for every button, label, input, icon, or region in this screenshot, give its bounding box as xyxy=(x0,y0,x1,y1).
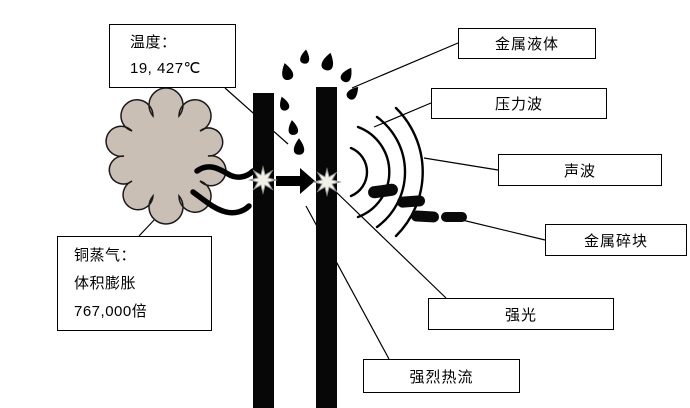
wave-arc-2 xyxy=(356,125,391,219)
wave-arc-1 xyxy=(349,146,369,198)
metal-fragments-connector xyxy=(457,218,546,241)
temperature-label: 温度： 19, 427℃ xyxy=(109,24,236,88)
copper-vapor-label-line3: 767,000倍 xyxy=(74,302,148,320)
arc-arrow xyxy=(276,168,315,194)
fragment-2 xyxy=(397,195,426,208)
metal-liquid-label-text: 金属液体 xyxy=(494,36,559,53)
fragment-4 xyxy=(441,212,467,222)
intense-light-label-text: 强光 xyxy=(504,306,537,324)
metal-fragments-label-text: 金属碎块 xyxy=(583,232,648,250)
spark-star-right xyxy=(312,167,342,197)
spark-star-left xyxy=(248,165,278,195)
intense-light-connector xyxy=(332,188,447,299)
heat-flow-arrows xyxy=(190,164,256,216)
wave-arc-3 xyxy=(375,115,407,229)
busbar-left xyxy=(253,93,274,408)
sound-wave-connector xyxy=(423,157,499,171)
sound-wave-label-text: 声波 xyxy=(563,162,596,180)
fragment-3 xyxy=(410,210,439,223)
metal-liquid-connector xyxy=(351,42,459,89)
copper-vapor-cloud xyxy=(105,87,227,225)
heat-ribbon-lower xyxy=(190,189,252,216)
connector-lines xyxy=(138,42,546,360)
arc-flash-spark-right xyxy=(312,167,342,197)
temperature-label-line1: 温度： xyxy=(130,34,177,51)
metal-fragments-shapes xyxy=(368,183,467,223)
copper-vapor-label-line2: 体积膨胀 xyxy=(74,274,137,292)
copper-vapor-label: 铜蒸气： 体积膨胀 767,000倍 xyxy=(57,236,212,331)
metal-liquid-label: 金属液体 xyxy=(458,28,596,59)
arc-flash-spark-left xyxy=(248,165,278,195)
busbar-right xyxy=(316,87,337,408)
heat-ribbon-upper xyxy=(194,164,256,180)
intense-heat-label: 强烈热流 xyxy=(363,359,520,393)
fragment-1 xyxy=(368,183,398,199)
intense-heat-label-text: 强烈热流 xyxy=(409,368,474,386)
pressure-wave-label-text: 压力波 xyxy=(494,96,543,113)
intense-light-label: 强光 xyxy=(428,298,614,330)
wave-arc-4 xyxy=(394,106,424,238)
metal-fragments-label: 金属碎块 xyxy=(545,224,687,256)
temperature-label-line2: 19, 427℃ xyxy=(130,60,201,77)
copper-vapor-label-line1: 铜蒸气： xyxy=(74,246,137,264)
sound-wave-label: 声波 xyxy=(498,154,662,186)
pressure-wave-label: 压力波 xyxy=(431,88,607,119)
pressure-wave-arcs xyxy=(349,106,424,238)
